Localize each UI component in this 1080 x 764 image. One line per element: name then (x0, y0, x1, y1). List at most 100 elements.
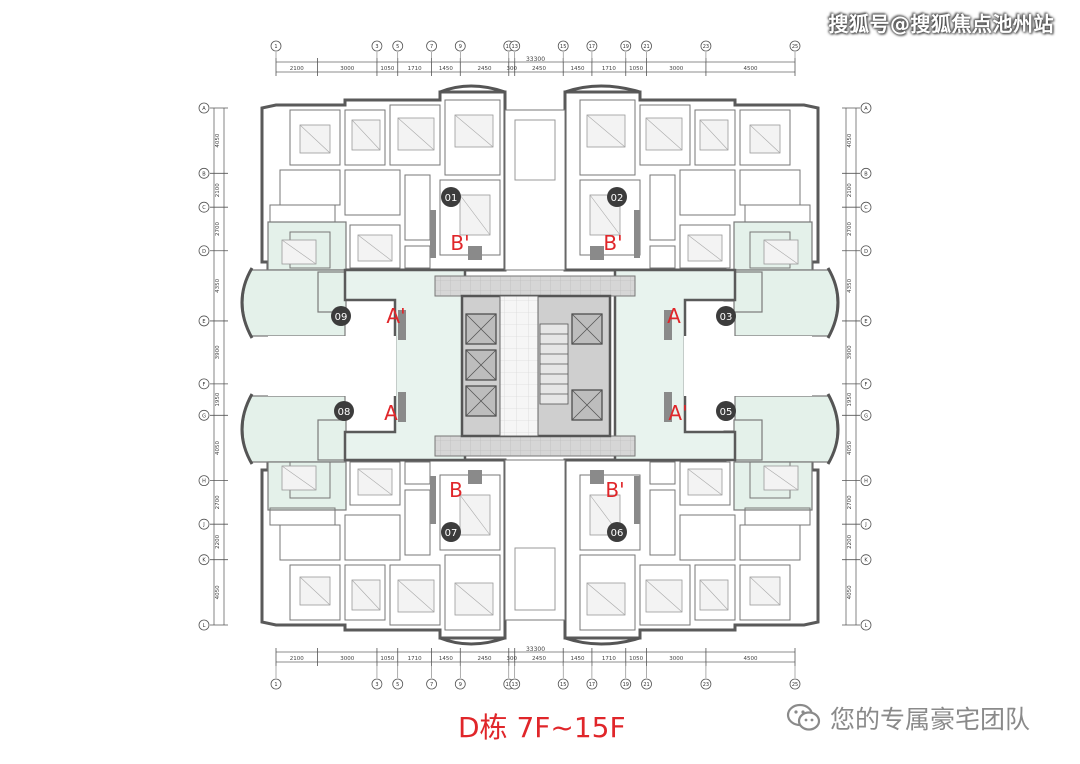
grid-bubble-label: 5 (396, 682, 399, 688)
dimension-label: 4050 (215, 440, 221, 454)
dimension-label: 2450 (532, 66, 546, 72)
dimension-label: 4050 (215, 585, 221, 599)
dimension-label: 1710 (408, 66, 422, 72)
grid-bubble (371, 678, 383, 690)
dimension-label: 2100 (290, 66, 304, 72)
dimension-label: 1950 (847, 392, 853, 406)
dimension-label: 3900 (215, 345, 221, 359)
dimension-label: 2200 (215, 534, 221, 548)
dimension-label: 4350 (847, 278, 853, 292)
grid-bubble (198, 409, 210, 421)
room-partition (579, 99, 636, 176)
grid-bubble-label: C (864, 205, 868, 211)
grid-bubble (860, 409, 872, 421)
grid-bubble-label: D (202, 249, 206, 255)
grid-bubble-label: 3 (375, 44, 378, 50)
dimension-label: 1450 (571, 66, 585, 72)
room-partition (404, 461, 431, 485)
grid-bubble (700, 678, 712, 690)
furniture-mark (351, 579, 381, 611)
dimension-total: 33300 (526, 646, 545, 653)
dimension-total: 33300 (526, 56, 545, 63)
grid-bubble-label: 9 (459, 682, 462, 688)
bay-walls (240, 84, 840, 646)
grid-bubble-label: 23 (703, 682, 709, 688)
grid-bubble (860, 245, 872, 257)
dimension-label: 4050 (847, 585, 853, 599)
room-partition (389, 564, 441, 626)
grid-bubble (860, 619, 872, 631)
room-partition (679, 224, 731, 269)
grid-bubble-label: C (202, 205, 206, 211)
grid-bubble-label: D (864, 249, 868, 255)
floor-caption: D栋 7F~15F (458, 711, 626, 744)
grid-bubble (620, 678, 632, 690)
dimension-label: 1050 (380, 66, 394, 72)
grid-bubble-label: 25 (792, 44, 798, 50)
grid-bubble (198, 475, 210, 487)
unit-number: 09 (335, 312, 348, 323)
room-partition (269, 204, 336, 223)
grid-bubble-label: 21 (643, 44, 649, 50)
furniture-mark (687, 234, 723, 262)
dimension-label: 4050 (847, 440, 853, 454)
grid-bubble (198, 245, 210, 257)
dimension-side-ticks (210, 107, 860, 626)
grid-bubble-label: E (864, 319, 867, 325)
furniture-mark (459, 494, 491, 536)
grid-bubble (198, 315, 210, 327)
furniture-mark (351, 119, 381, 151)
grid-bubble-label: K (202, 558, 206, 564)
grid-bubble (860, 167, 872, 179)
dimension-label: 1050 (380, 656, 394, 662)
room-partition (639, 564, 691, 626)
dimension-label: 2450 (532, 656, 546, 662)
grid-bubble (860, 315, 872, 327)
unit-badge (716, 306, 736, 326)
grid-bubble-label: L (865, 623, 868, 629)
room-partition (289, 564, 341, 621)
grid-bubble (198, 554, 210, 566)
furniture-mark (586, 582, 626, 616)
dimension-label: 3000 (669, 66, 683, 72)
grid-bubble (270, 40, 282, 52)
dimension-label: 2700 (847, 495, 853, 509)
dimension-label: 4050 (215, 133, 221, 147)
unit-type-label: B' (605, 478, 624, 502)
grid-bubble-label: E (202, 319, 205, 325)
grid-bubble (557, 40, 569, 52)
unit-badge (441, 522, 461, 542)
dimension-label: 1450 (571, 656, 585, 662)
unit-type-label: A (667, 304, 681, 328)
grid-bubble (620, 40, 632, 52)
furniture-mark (454, 582, 494, 616)
room-partition (444, 99, 501, 176)
unit-type-label: A (384, 401, 398, 425)
dimension-label: 4350 (215, 278, 221, 292)
room-partition (694, 564, 736, 621)
dimension-top (276, 61, 795, 73)
room-partition (739, 109, 791, 166)
room-partition (649, 489, 676, 556)
dimension-label: 4050 (847, 133, 853, 147)
grid-bubble-label: 3 (375, 682, 378, 688)
furniture-mark (397, 579, 435, 613)
grid-bubble-label: K (864, 558, 868, 564)
dimension-label: 300 (506, 66, 517, 72)
grid-bubble (198, 378, 210, 390)
central-core (434, 109, 636, 621)
unit-badge (441, 187, 461, 207)
dimension-side-labels: 4050 2100 2700 4350 3900 1950 4050 2700 2200 4050… (215, 133, 853, 599)
grid-bubble (198, 167, 210, 179)
grid-bubble-label: H (864, 479, 868, 485)
dimension-label: 2700 (215, 221, 221, 235)
dimension-label: 2100 (290, 656, 304, 662)
dimension-label: 2700 (215, 495, 221, 509)
dimension-label: 2100 (847, 183, 853, 197)
dimension-label: 2100 (215, 183, 221, 197)
room-partition (649, 461, 676, 485)
furniture-mark (763, 465, 799, 491)
